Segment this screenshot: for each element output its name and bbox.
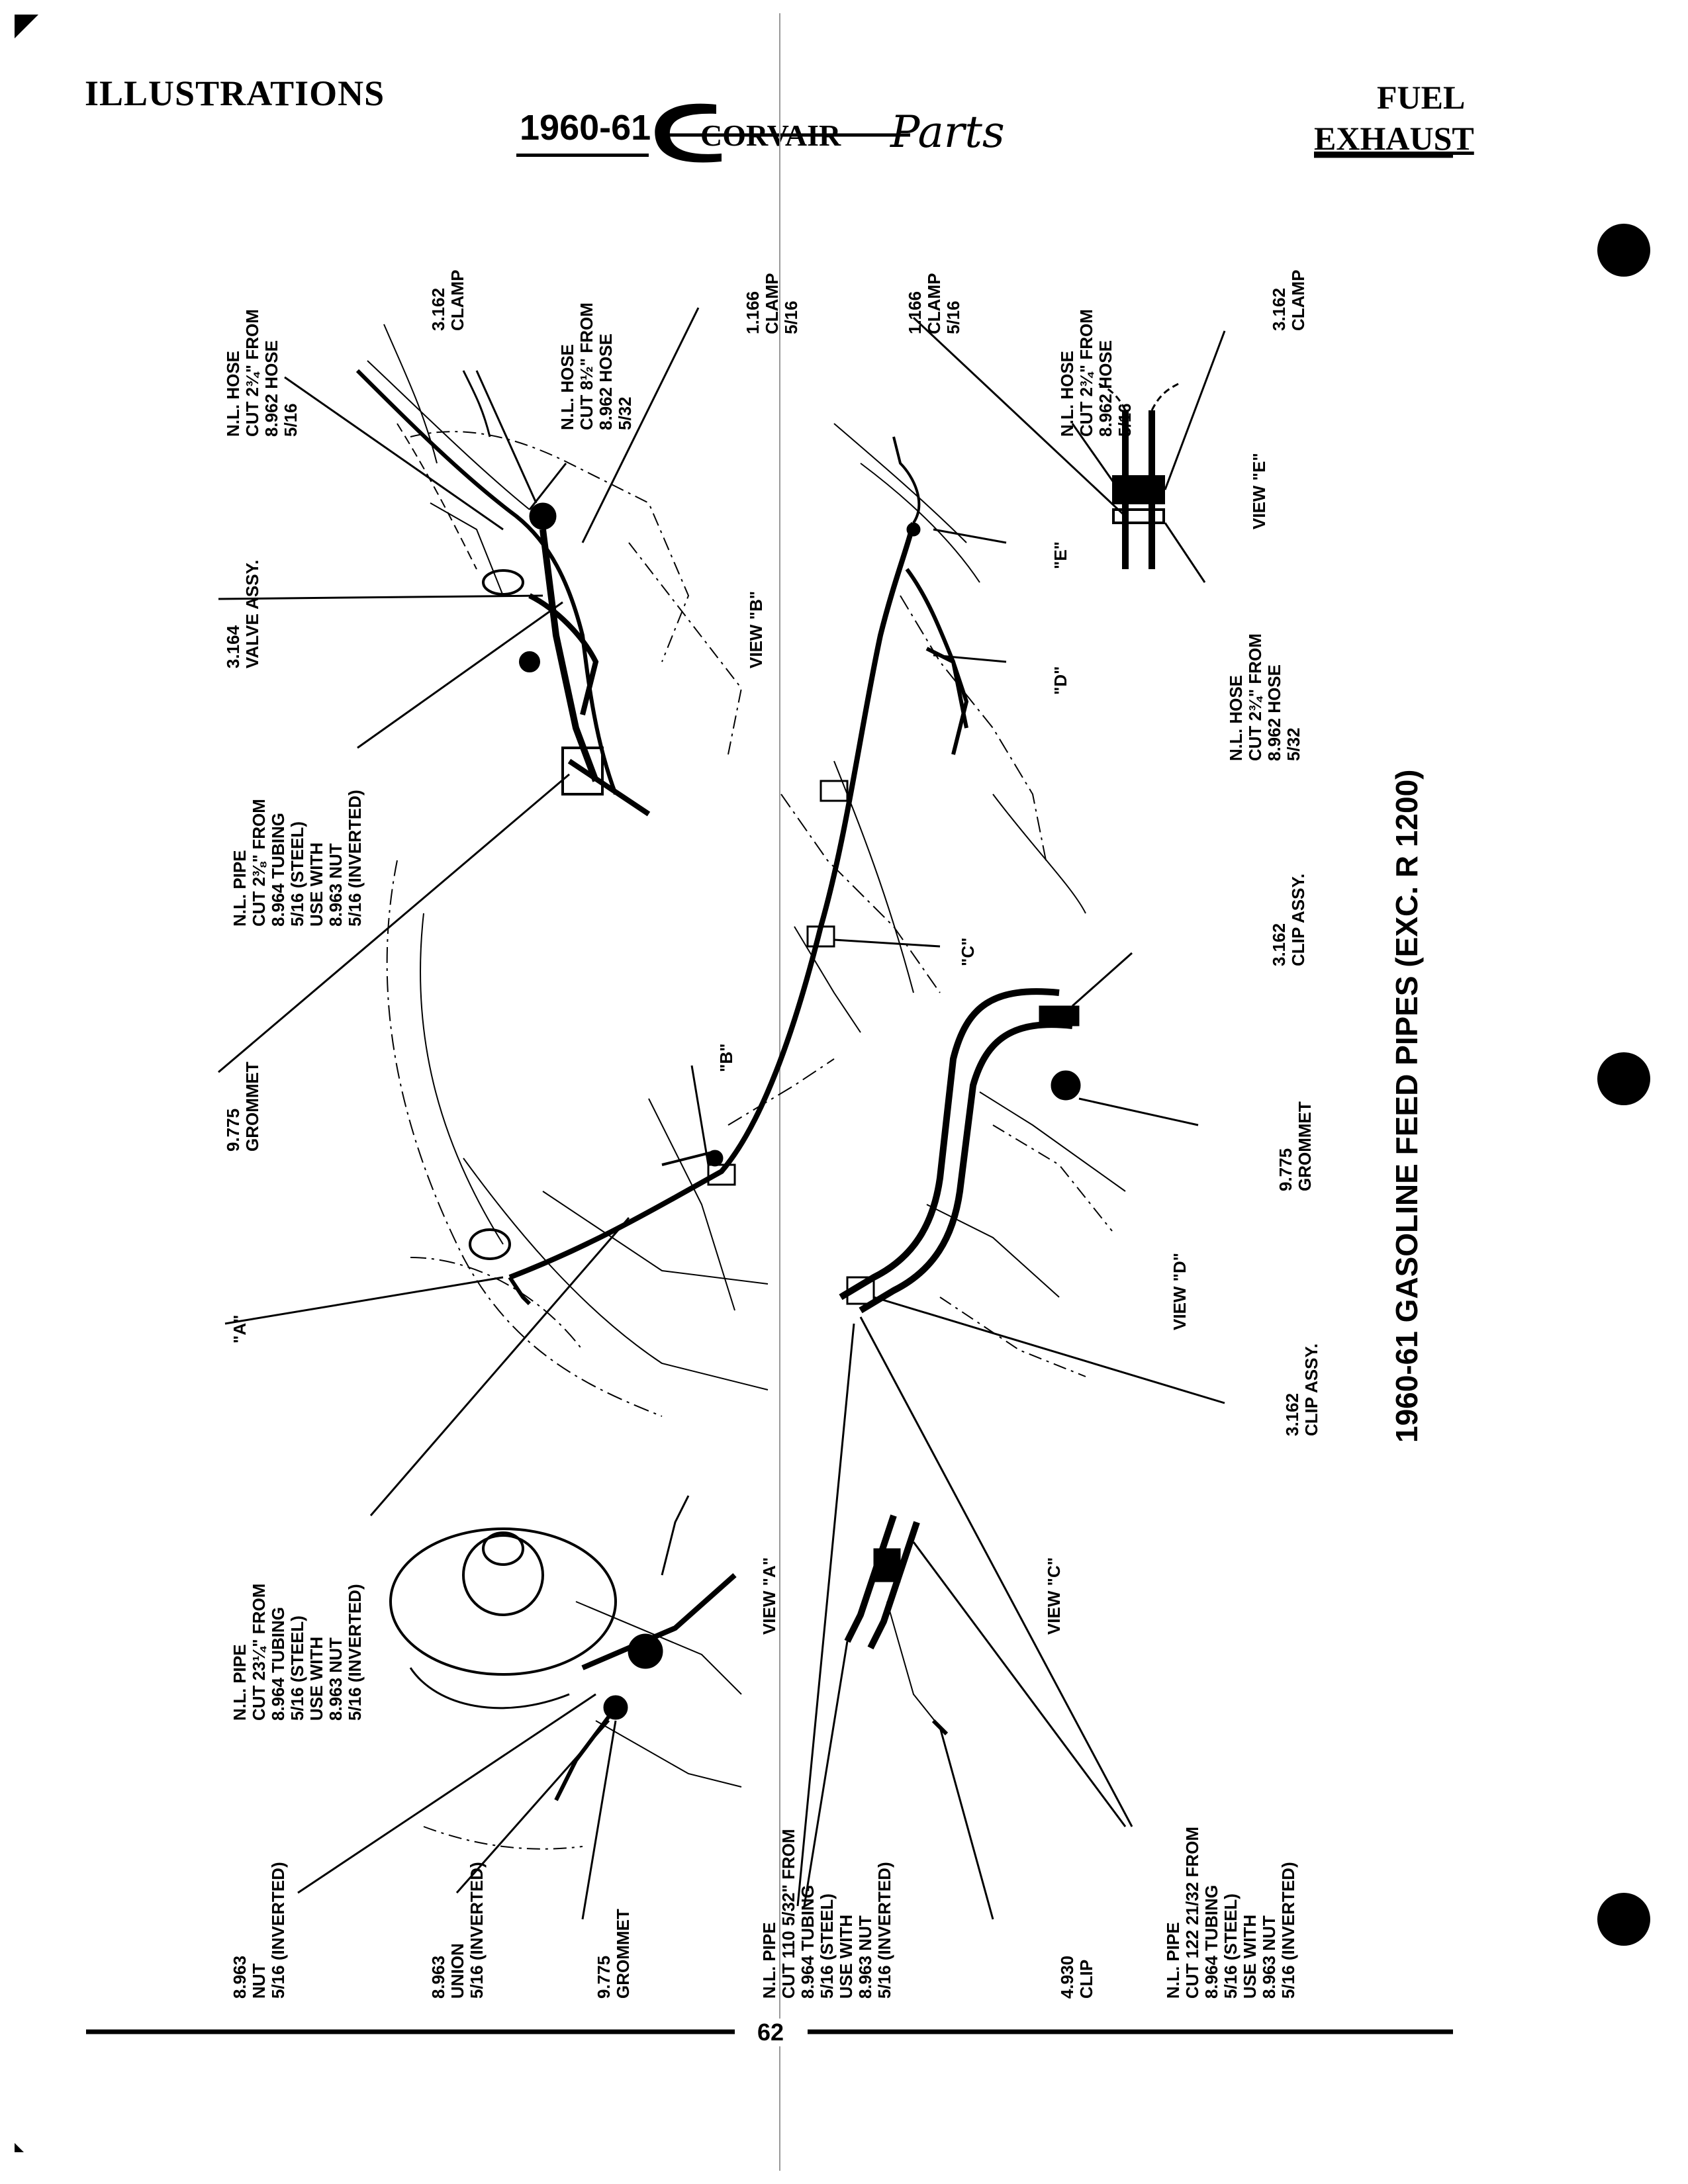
view-a-detail <box>389 1495 742 1850</box>
label-view-e: VIEW "E" <box>1249 453 1269 529</box>
punch-hole-bottom <box>1597 1893 1650 1946</box>
view-d-detail <box>839 988 1126 1377</box>
label-view-d: VIEW "D" <box>1170 1252 1190 1330</box>
section-fuel: FUEL <box>1377 79 1466 116</box>
marker-e: "E" <box>1051 541 1070 569</box>
view-e-detail <box>1098 383 1179 569</box>
chassis-outline <box>386 423 1086 1417</box>
diagram-title: 1960-61 GASOLINE FEED PIPES (EXC. R 1200… <box>1389 769 1424 1443</box>
main-fuel-line <box>508 436 969 1306</box>
model-years: 1960-61 <box>520 108 651 148</box>
section-title: ILLUSTRATIONS <box>85 73 385 113</box>
view-c-detail <box>844 1514 949 1736</box>
marker-b: "B" <box>716 1043 736 1072</box>
punch-hole-top <box>1597 224 1650 277</box>
punch-hole-middle <box>1597 1052 1650 1105</box>
section-exhaust: EXHAUST <box>1314 120 1474 157</box>
page-number: 62 <box>753 2019 788 2046</box>
header-rule-left <box>516 154 649 157</box>
corner-mark-top <box>15 15 38 38</box>
corvair-logo: CORVAIR Parts <box>655 103 1005 163</box>
leader-lines <box>218 307 1226 1920</box>
marker-d: "D" <box>1051 666 1070 695</box>
label-view-b: VIEW "B" <box>746 590 766 668</box>
marker-c: "C" <box>958 937 978 966</box>
corner-mark-bottom <box>15 2143 24 2152</box>
label-view-c: VIEW "C" <box>1044 1557 1064 1635</box>
brand-text: CORVAIR <box>700 118 841 152</box>
marker-a: "A" <box>230 1314 250 1343</box>
view-b-assembly <box>355 324 743 817</box>
brand-script: Parts <box>890 107 1005 158</box>
label-view-a: VIEW "A" <box>759 1557 779 1635</box>
